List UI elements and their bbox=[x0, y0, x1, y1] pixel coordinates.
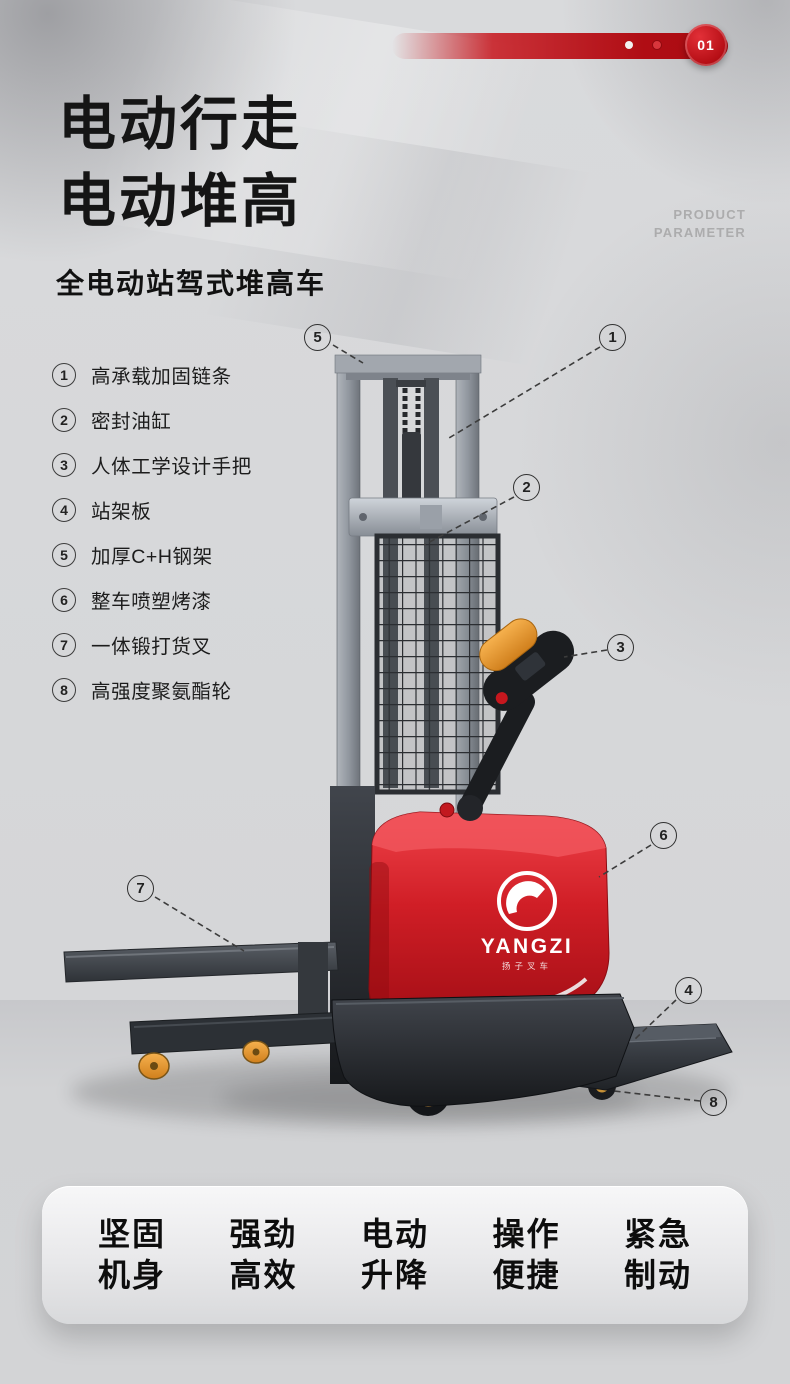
lift-carriage bbox=[348, 497, 498, 537]
feature-label: 整车喷塑烤漆 bbox=[91, 591, 212, 613]
product-subtitle: 全电动站驾式堆高车 bbox=[56, 268, 327, 299]
feature-number-badge: 5 bbox=[52, 542, 76, 567]
highlight-line-1: 坚固 bbox=[98, 1216, 167, 1252]
callout-2: 2 bbox=[513, 474, 540, 501]
feature-item: 6 整车喷塑烤漆 bbox=[52, 577, 252, 622]
title-line-2: 电动堆高 bbox=[58, 169, 303, 234]
highlight-line-1: 紧急 bbox=[623, 1216, 692, 1252]
watermark-text: PRODUCT PARAMETER bbox=[654, 206, 746, 242]
tiller-handle bbox=[457, 618, 575, 821]
callout-5: 5 bbox=[304, 324, 331, 351]
header-accent-bar bbox=[392, 33, 728, 59]
feature-number-badge: 8 bbox=[52, 677, 76, 702]
highlight-line-1: 强劲 bbox=[229, 1216, 298, 1252]
feature-number-badge: 3 bbox=[52, 452, 76, 477]
highlight-line-2: 便捷 bbox=[492, 1257, 561, 1293]
feature-number-badge: 4 bbox=[52, 497, 76, 522]
feature-label: 站架板 bbox=[91, 501, 152, 523]
feature-number-badge: 6 bbox=[52, 587, 76, 612]
highlight-line-1: 电动 bbox=[360, 1216, 429, 1252]
red-body bbox=[368, 802, 610, 1021]
feature-number-badge: 2 bbox=[52, 407, 76, 432]
callout-7: 7 bbox=[127, 875, 154, 902]
feature-label: 高承载加固链条 bbox=[91, 366, 232, 388]
brand-logo-text: YANGZI bbox=[481, 935, 573, 958]
watermark-line-2: PARAMETER bbox=[653, 225, 746, 240]
feature-item: 5 加厚C+H钢架 bbox=[52, 532, 252, 577]
page-title: 电动行走 电动堆高 bbox=[58, 86, 302, 240]
load-backrest-mesh bbox=[374, 533, 501, 795]
highlight-line-1: 操作 bbox=[492, 1216, 561, 1252]
highlight-item: 坚固 机身 bbox=[98, 1214, 166, 1296]
feature-label: 一体锻打货叉 bbox=[91, 636, 212, 658]
highlight-item: 紧急 制动 bbox=[624, 1214, 692, 1296]
highlight-line-2: 制动 bbox=[623, 1257, 692, 1293]
highlight-line-2: 机身 bbox=[98, 1257, 167, 1293]
feature-highlights-card: 坚固 机身 强劲 高效 电动 升降 操作 便捷 紧急 制动 bbox=[42, 1186, 748, 1324]
highlight-item: 操作 便捷 bbox=[492, 1214, 560, 1296]
highlight-line-2: 升降 bbox=[360, 1257, 429, 1293]
mast bbox=[334, 354, 482, 831]
feature-number-badge: 7 bbox=[52, 632, 76, 657]
feature-label: 人体工学设计手把 bbox=[91, 456, 252, 478]
feature-item: 4 站架板 bbox=[52, 487, 252, 532]
pagination-dot-icon bbox=[652, 40, 662, 50]
highlight-line-2: 高效 bbox=[229, 1257, 298, 1293]
callout-8: 8 bbox=[700, 1089, 727, 1116]
feature-item: 3 人体工学设计手把 bbox=[52, 442, 252, 487]
callout-1: 1 bbox=[599, 324, 626, 351]
feature-label: 密封油缸 bbox=[91, 411, 172, 433]
watermark-line-1: PRODUCT bbox=[673, 207, 746, 222]
feature-label: 高强度聚氨酯轮 bbox=[91, 681, 232, 703]
callout-4: 4 bbox=[675, 977, 702, 1004]
brand-logo-subtext: 扬子叉车 bbox=[502, 961, 552, 971]
brand-logo: YANGZI 扬子叉车 bbox=[481, 871, 573, 971]
page-index-text: 01 bbox=[697, 37, 715, 53]
feature-item: 7 一体锻打货叉 bbox=[52, 622, 252, 667]
callout-6: 6 bbox=[650, 822, 677, 849]
feature-label: 加厚C+H钢架 bbox=[91, 546, 213, 568]
highlight-item: 强劲 高效 bbox=[229, 1214, 297, 1296]
feature-number-badge: 1 bbox=[52, 362, 76, 387]
highlight-item: 电动 升降 bbox=[361, 1214, 429, 1296]
feature-list: 1 高承载加固链条 2 密封油缸 3 人体工学设计手把 4 站架板 5 加厚C+… bbox=[52, 352, 252, 712]
title-line-1: 电动行走 bbox=[58, 92, 303, 157]
feature-item: 8 高强度聚氨酯轮 bbox=[52, 667, 252, 712]
page-index-badge: 01 bbox=[685, 24, 727, 66]
feature-item: 1 高承载加固链条 bbox=[52, 352, 252, 397]
callout-3: 3 bbox=[607, 634, 634, 661]
pagination-dot-icon bbox=[625, 41, 633, 49]
feature-item: 2 密封油缸 bbox=[52, 397, 252, 442]
